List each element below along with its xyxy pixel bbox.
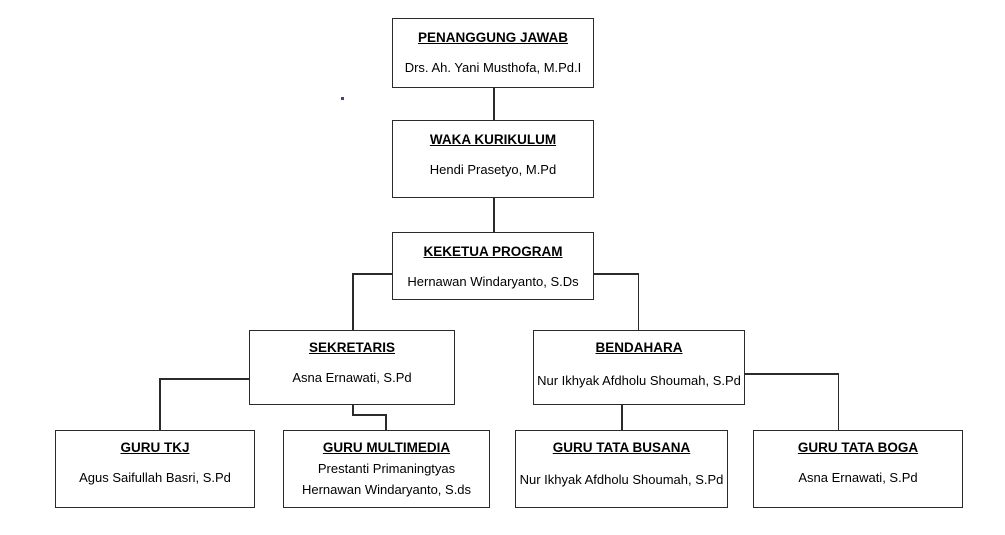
connector-sekretaris-to-tkj-vertical: [159, 378, 161, 430]
node-person-name-2: Hernawan Windaryanto, S.ds: [301, 482, 472, 498]
node-person-name: Hendi Prasetyo, M.Pd: [429, 162, 557, 178]
node-person-name: Drs. Ah. Yani Musthofa, M.Pd.I: [404, 60, 582, 76]
node-guru-tkj[interactable]: GURU TKJ Agus Saifullah Basri, S.Pd: [55, 430, 255, 508]
node-person-name: Asna Ernawati, S.Pd: [292, 370, 412, 386]
node-person-name: Nur Ikhyak Afdholu Shoumah, S.Pd: [518, 472, 725, 487]
node-title: PENANGGUNG JAWAB: [417, 30, 569, 45]
node-person-name: Nur Ikhyak Afdholu Shoumah, S.Pd: [536, 373, 742, 388]
node-guru-tata-boga[interactable]: GURU TATA BOGA Asna Ernawati, S.Pd: [753, 430, 963, 508]
node-bendahara[interactable]: BENDAHARA Nur Ikhyak Afdholu Shoumah, S.…: [533, 330, 745, 405]
node-person-name-1: Prestanti Primaningtyas: [317, 461, 456, 477]
connector-waka-to-keketua: [493, 198, 495, 232]
node-penanggung-jawab[interactable]: PENANGGUNG JAWAB Drs. Ah. Yani Musthofa,…: [392, 18, 594, 88]
node-title: SEKRETARIS: [308, 340, 395, 355]
connector-sekretaris-to-multimedia-vertical: [385, 414, 387, 430]
node-title: GURU TATA BUSANA: [552, 440, 691, 455]
node-title: KEKETUA PROGRAM: [423, 244, 563, 259]
node-guru-multimedia[interactable]: GURU MULTIMEDIA Prestanti Primaningtyas …: [283, 430, 490, 508]
node-guru-tata-busana[interactable]: GURU TATA BUSANA Nur Ikhyak Afdholu Shou…: [515, 430, 728, 508]
node-person-name: Hernawan Windaryanto, S.Ds: [407, 274, 579, 290]
node-title: GURU MULTIMEDIA: [322, 440, 451, 455]
node-person-name: Agus Saifullah Basri, S.Pd: [79, 470, 231, 486]
node-title: BENDAHARA: [595, 340, 683, 355]
connector-bendahara-to-boga-horizontal: [744, 373, 839, 375]
connector-keketua-right-horizontal: [594, 273, 639, 275]
connector-bendahara-to-boga-vertical: [837, 373, 839, 430]
connector-keketua-left-horizontal: [352, 273, 394, 275]
connector-keketua-left-vertical: [352, 273, 354, 330]
connector-sekretaris-to-multimedia-horizontal: [352, 414, 386, 416]
node-title: GURU TKJ: [120, 440, 190, 455]
stray-dot-artifact: [341, 97, 344, 100]
connector-penanggung-to-waka: [493, 88, 495, 120]
node-waka-kurikulum[interactable]: WAKA KURIKULUM Hendi Prasetyo, M.Pd: [392, 120, 594, 198]
node-title: WAKA KURIKULUM: [429, 132, 557, 147]
connector-bendahara-to-busana-vertical: [621, 405, 623, 430]
node-sekretaris[interactable]: SEKRETARIS Asna Ernawati, S.Pd: [249, 330, 455, 405]
connector-keketua-right-vertical: [637, 273, 639, 330]
node-person-name: Asna Ernawati, S.Pd: [798, 470, 918, 486]
node-keketua-program[interactable]: KEKETUA PROGRAM Hernawan Windaryanto, S.…: [392, 232, 594, 300]
connector-sekretaris-to-tkj-horizontal: [159, 378, 250, 380]
connector-sekretaris-bottom-stub: [352, 405, 354, 415]
node-title: GURU TATA BOGA: [797, 440, 919, 455]
